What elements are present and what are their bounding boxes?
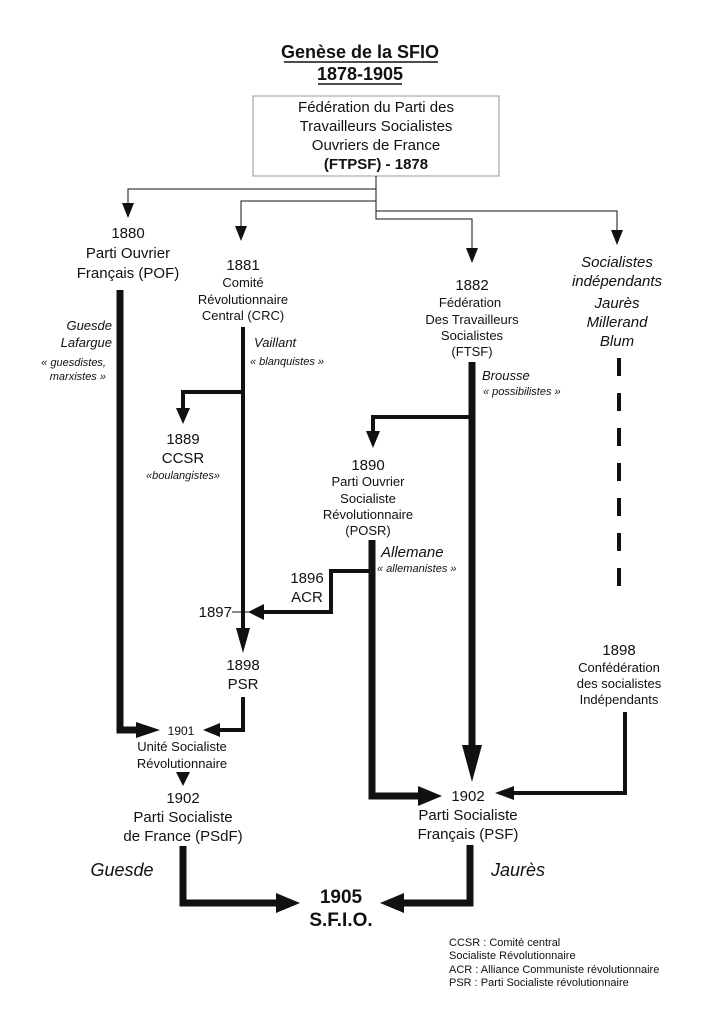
lineage-lines bbox=[116, 290, 627, 907]
independants-leader: Jaurès bbox=[593, 295, 640, 312]
psr-year: 1898 bbox=[226, 657, 259, 674]
psr-name: PSR bbox=[228, 676, 259, 693]
confederation-name: des socialistes bbox=[577, 676, 662, 691]
root-connectors bbox=[127, 176, 618, 250]
pof-name: Parti Ouvrier bbox=[86, 245, 170, 262]
crc-name: Révolutionnaire bbox=[198, 292, 288, 307]
independants-leader: Blum bbox=[600, 333, 634, 350]
ftsf-name: (FTSF) bbox=[451, 344, 492, 359]
psdf-name: Parti Socialiste bbox=[133, 809, 232, 826]
root-line: Fédération du Parti des bbox=[298, 99, 454, 116]
crc-year: 1881 bbox=[226, 257, 259, 274]
arrowheads-thick bbox=[136, 408, 514, 913]
legend-line: ACR : Alliance Communiste révolutionnair… bbox=[449, 964, 659, 976]
independants-title: Socialistes bbox=[581, 254, 653, 271]
crc-name: Central (CRC) bbox=[202, 308, 284, 323]
confederation-year: 1898 bbox=[602, 642, 635, 659]
ftsf-nickname: « possibilistes » bbox=[483, 386, 561, 398]
sfio-name: S.F.I.O. bbox=[309, 910, 372, 931]
psdf-name: de France (PSdF) bbox=[123, 828, 242, 845]
root-box bbox=[252, 95, 500, 177]
independants-leader: Millerand bbox=[587, 314, 649, 331]
ccsr-nickname: «boulangistes» bbox=[146, 470, 220, 482]
usr-name: Unité Socialiste bbox=[137, 739, 227, 754]
acr-name: ACR bbox=[291, 589, 323, 606]
posr-name: (POSR) bbox=[345, 523, 391, 538]
pof-name: Français (POF) bbox=[77, 265, 180, 282]
title-line-2: 1878-1905 bbox=[317, 64, 403, 84]
psf-name: Parti Socialiste bbox=[418, 807, 517, 824]
posr-nickname: « allemanistes » bbox=[377, 563, 457, 575]
posr-leader: Allemane bbox=[380, 544, 444, 561]
independants-title: indépendants bbox=[572, 273, 663, 290]
sfio-year: 1905 bbox=[320, 887, 363, 908]
merge-year-1897: 1897 bbox=[199, 604, 232, 621]
legend-line: PSR : Parti Socialiste révolutionnaire bbox=[449, 977, 629, 989]
posr-year: 1890 bbox=[351, 457, 384, 474]
legend-line: Socialiste Révolutionnaire bbox=[449, 950, 576, 962]
ccsr-year: 1889 bbox=[166, 431, 199, 448]
pof-nickname: marxistes » bbox=[50, 371, 106, 383]
psdf-leader: Guesde bbox=[90, 860, 153, 880]
pof-nickname: « guesdistes, bbox=[41, 357, 106, 369]
psf-leader: Jaurès bbox=[490, 860, 545, 880]
ftsf-name: Socialistes bbox=[441, 328, 504, 343]
ccsr-name: CCSR bbox=[162, 450, 205, 467]
confederation-name: Confédération bbox=[578, 660, 660, 675]
title-line-1: Genèse de la SFIO bbox=[281, 42, 439, 62]
ftsf-name: Fédération bbox=[439, 295, 501, 310]
usr-year: 1901 bbox=[168, 724, 195, 738]
ftsf-name: Des Travailleurs bbox=[425, 312, 519, 327]
legend-line: CCSR : Comité central bbox=[449, 937, 560, 949]
acr-year: 1896 bbox=[290, 570, 323, 587]
crc-name: Comité bbox=[222, 275, 263, 290]
psdf-year: 1902 bbox=[166, 790, 199, 807]
pof-leader: Guesde bbox=[66, 318, 112, 333]
root-line: Ouvriers de France bbox=[312, 137, 440, 154]
posr-name: Révolutionnaire bbox=[323, 507, 413, 522]
confederation-name: Indépendants bbox=[580, 692, 659, 707]
root-line: (FTPSF) - 1878 bbox=[324, 156, 428, 173]
psf-name: Français (PSF) bbox=[418, 826, 519, 843]
posr-name: Parti Ouvrier bbox=[332, 474, 406, 489]
psf-year: 1902 bbox=[451, 788, 484, 805]
crc-nickname: « blanquistes » bbox=[250, 356, 324, 368]
ftsf-year: 1882 bbox=[455, 277, 488, 294]
ftsf-leader: Brousse bbox=[482, 368, 530, 383]
arrowheads-thin bbox=[122, 203, 623, 263]
usr-name: Révolutionnaire bbox=[137, 756, 227, 771]
posr-name: Socialiste bbox=[340, 491, 396, 506]
pof-year: 1880 bbox=[111, 225, 144, 242]
pof-leader: Lafargue bbox=[61, 335, 112, 350]
crc-leader: Vaillant bbox=[254, 335, 298, 350]
root-line: Travailleurs Socialistes bbox=[300, 118, 453, 135]
